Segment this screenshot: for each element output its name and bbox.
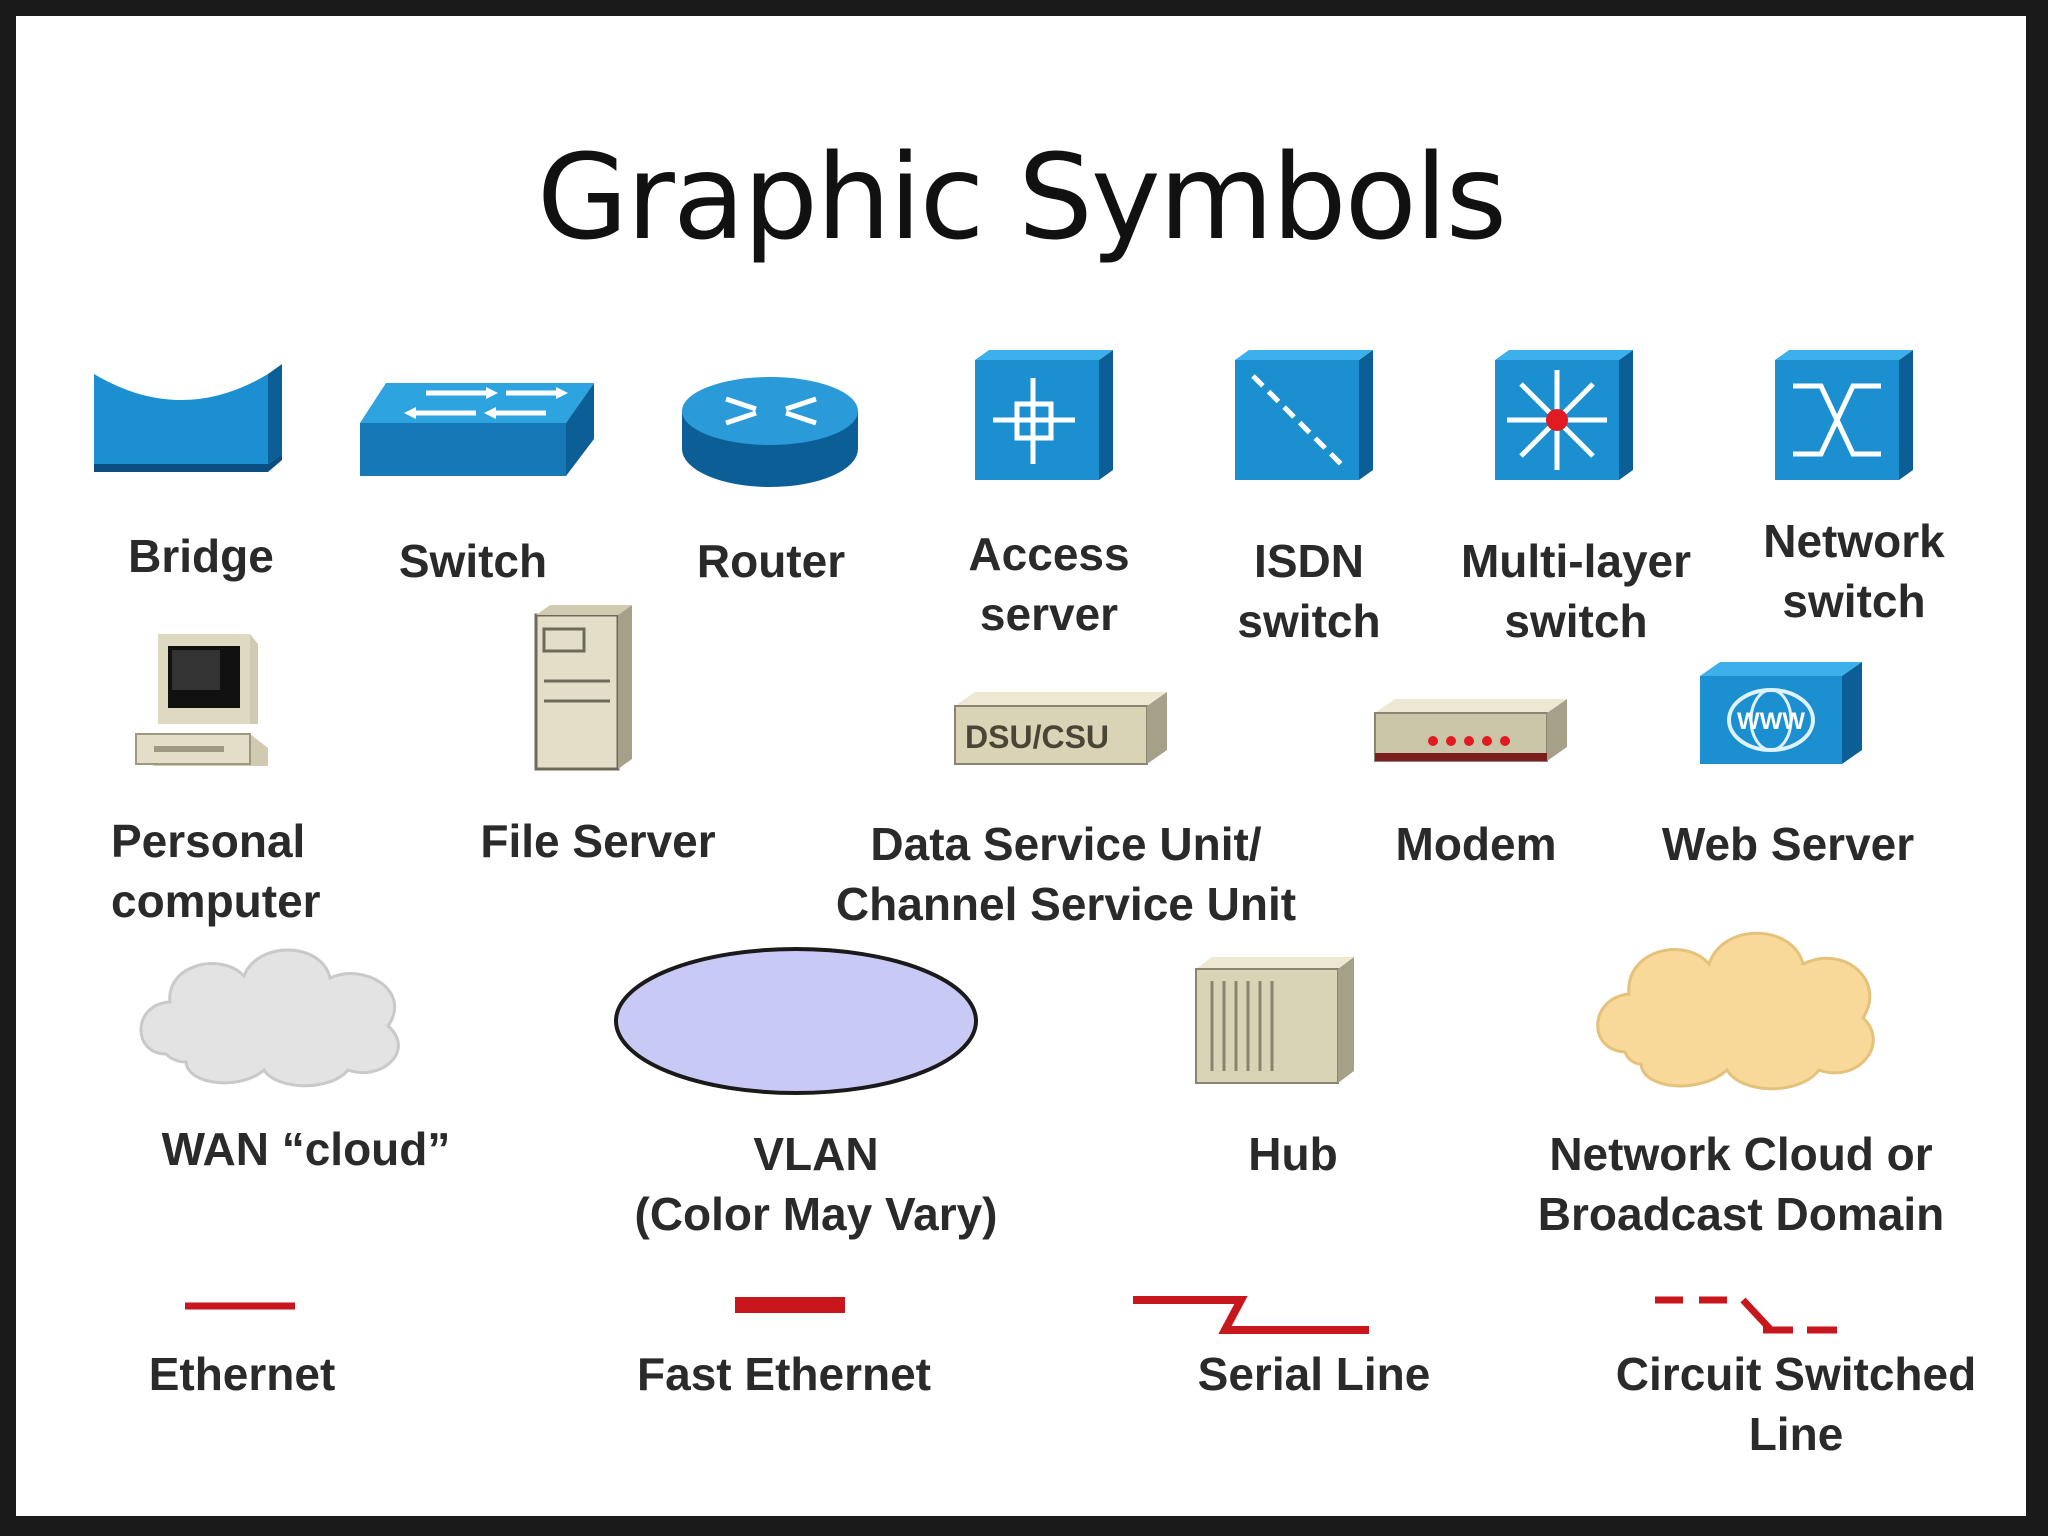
label-web-server: Web Server <box>1661 818 1915 870</box>
circuit-switched-line-icon <box>1655 1296 1837 1334</box>
label-switch: Switch <box>398 535 548 587</box>
slide: Graphic Symbols <box>16 16 2026 1516</box>
personal-computer-icon <box>135 634 268 766</box>
label-serial-line: Serial Line <box>1197 1348 1431 1400</box>
slide-title: Graphic Symbols <box>536 128 1507 266</box>
hub-icon <box>1195 957 1354 1084</box>
label-dsu-csu: Data Service Unit/Channel Service Unit <box>835 818 1297 930</box>
isdn-switch-icon <box>1235 350 1373 480</box>
modem-icon <box>1374 699 1567 762</box>
label-hub: Hub <box>1248 1128 1338 1180</box>
label-modem: Modem <box>1395 818 1557 870</box>
label-ethernet: Ethernet <box>148 1348 336 1400</box>
network-cloud-icon <box>1596 931 1875 1091</box>
label-vlan: VLAN(Color May Vary) <box>634 1128 998 1240</box>
router-icon <box>682 377 858 487</box>
label-router: Router <box>696 535 846 587</box>
ethernet-line-icon <box>185 1302 295 1310</box>
dsu-csu-icon-text: DSU/CSU <box>965 719 1109 755</box>
switch-icon <box>360 383 594 476</box>
web-server-icon: WWW <box>1700 662 1862 764</box>
fast-ethernet-line-icon <box>735 1297 845 1313</box>
web-server-icon-text: WWW <box>1737 708 1805 735</box>
network-switch-icon <box>1775 350 1913 480</box>
wan-cloud-icon <box>139 948 400 1088</box>
label-wan-cloud: WAN “cloud” <box>161 1123 451 1175</box>
file-server-icon <box>534 605 632 771</box>
serial-line-icon <box>1133 1296 1369 1334</box>
access-server-icon <box>975 350 1113 480</box>
vlan-icon <box>614 947 978 1095</box>
label-file-server: File Server <box>480 815 716 867</box>
label-bridge: Bridge <box>128 530 274 582</box>
bridge-icon <box>94 364 282 472</box>
label-fast-ethernet: Fast Ethernet <box>637 1348 931 1400</box>
dsu-csu-icon: DSU/CSU <box>954 692 1167 765</box>
multilayer-switch-icon <box>1495 350 1633 480</box>
